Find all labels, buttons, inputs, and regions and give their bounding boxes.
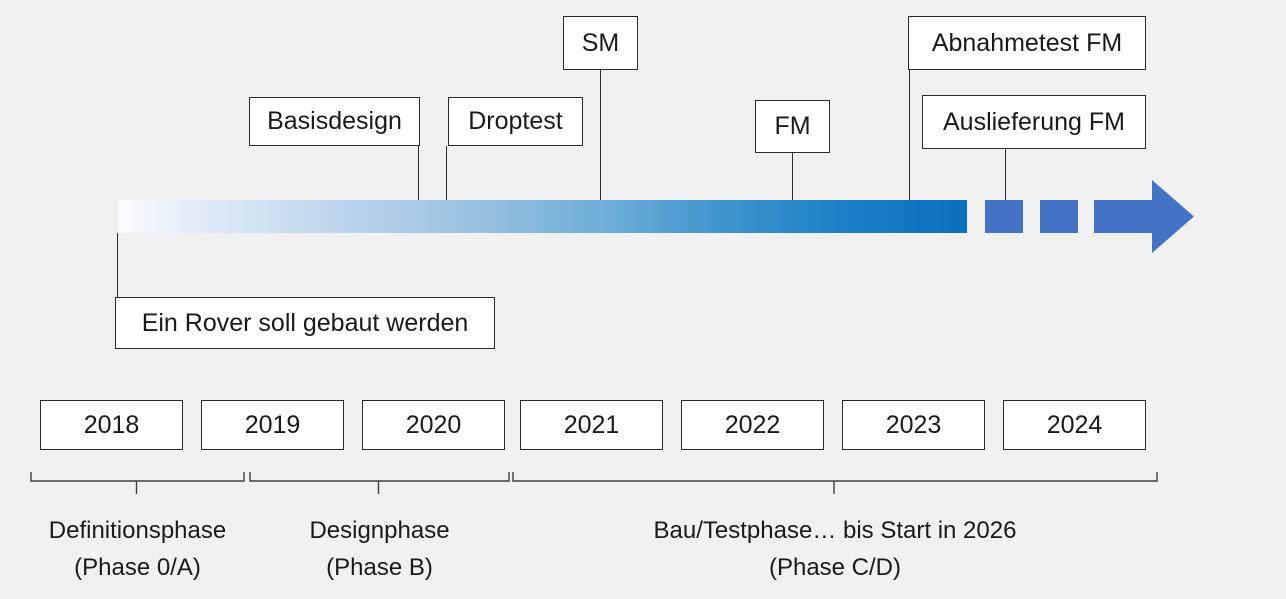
year-box-2023[interactable]: 2023 [842,400,985,450]
phase-bracket-definitionsphase [30,470,245,496]
phase-name-bau-testphase: Bau/Testphase… bis Start in 2026 [653,517,1017,544]
timeline-arrow-icon [1094,180,1194,253]
timeline-gradient-bar [118,200,967,233]
leader-line-sm [600,70,601,200]
phase-code-designphase: (Phase B) [326,554,433,582]
callout-ein-rover-soll-gebaut-werden[interactable]: Ein Rover soll gebaut werden [115,297,495,349]
callout-droptest[interactable]: Droptest [448,97,583,146]
phase-label-designphase: Designphase (Phase B) [249,512,510,586]
phase-code-definitionsphase: (Phase 0/A) [74,554,201,582]
phase-name-designphase: Designphase [309,517,450,544]
year-box-2020[interactable]: 2020 [362,400,505,450]
leader-line-ein-rover-soll-gebaut-werden [117,233,118,297]
phase-bracket-designphase [249,470,510,496]
phase-code-bau-testphase: (Phase C/D) [768,554,902,582]
callout-sm[interactable]: SM [563,16,638,70]
callout-abnahmetest-fm[interactable]: Abnahmetest FM [908,16,1146,70]
callout-basisdesign[interactable]: Basisdesign [249,97,420,146]
year-box-2019[interactable]: 2019 [201,400,344,450]
phase-name-definitionsphase: Definitionsphase [48,517,227,544]
timeline-dash-segment-2 [1040,200,1078,233]
callout-auslieferung-fm[interactable]: Auslieferung FM [922,95,1146,149]
leader-line-fm [792,153,793,200]
phase-bracket-bau-testphase [512,470,1158,496]
callout-fm[interactable]: FM [755,100,830,153]
phase-label-bau-testphase: Bau/Testphase… bis Start in 2026 (Phase … [512,512,1158,586]
timeline-dash-segment-1 [985,200,1023,233]
leader-line-basisdesign [418,146,419,200]
leader-line-droptest [446,146,447,200]
year-box-2022[interactable]: 2022 [681,400,824,450]
year-box-2021[interactable]: 2021 [520,400,663,450]
year-box-2018[interactable]: 2018 [40,400,183,450]
year-box-2024[interactable]: 2024 [1003,400,1146,450]
leader-line-abnahmetest-fm [909,70,910,200]
leader-line-auslieferung-fm [1005,149,1006,200]
phase-label-definitionsphase: Definitionsphase (Phase 0/A) [30,512,245,586]
